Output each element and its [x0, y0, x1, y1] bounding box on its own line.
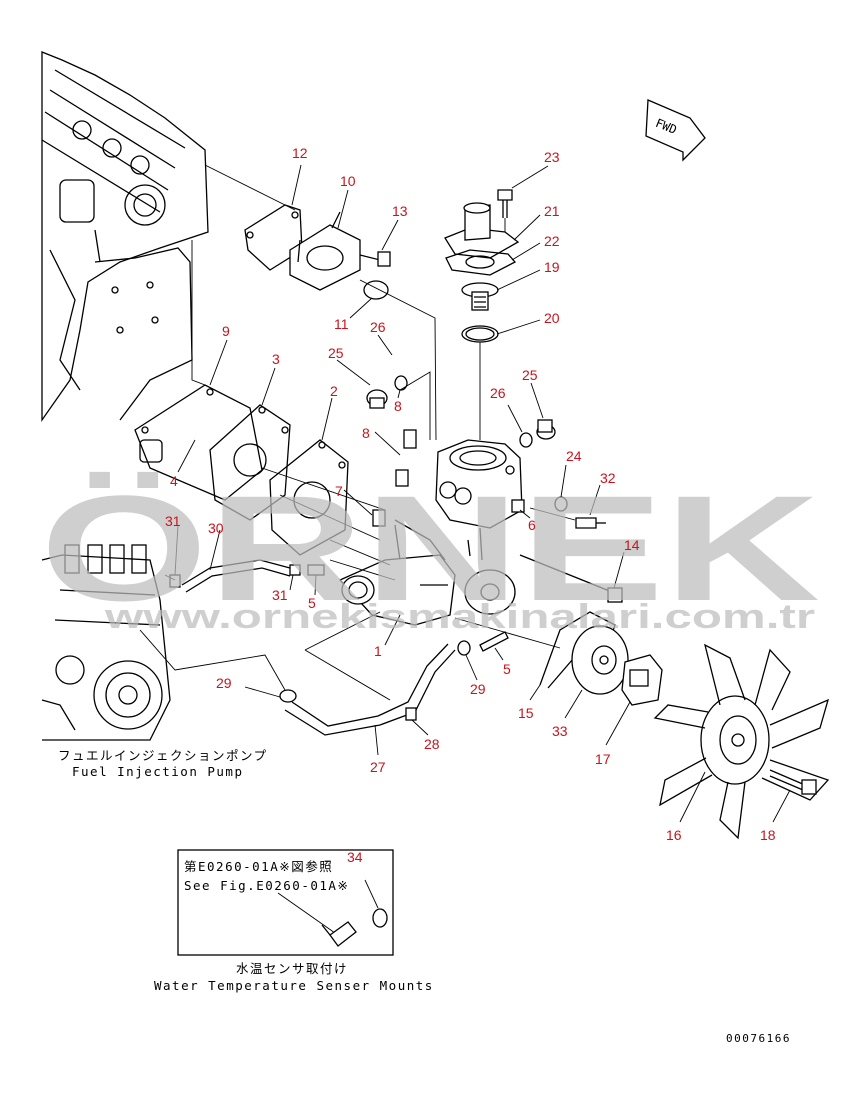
bolt-13 [359, 251, 391, 267]
callout-33: 33 [552, 723, 568, 739]
callout-27: 27 [370, 759, 386, 775]
watermark-url: www.ornekismakinalari.com.tr [104, 598, 815, 636]
fan-spacer-17 [621, 654, 663, 706]
dowel-5b [479, 631, 509, 652]
inset-reference-jp: 第E0260-01A※図参照 [184, 859, 333, 874]
callout-8b: 8 [362, 425, 370, 441]
fwd-label: FWD [653, 116, 678, 137]
gasket-3 [209, 404, 291, 521]
water-pump-1 [338, 519, 456, 626]
clamp-29b [457, 640, 471, 656]
callout-31b: 31 [272, 587, 288, 603]
sensor-caption-en: Water Temperature Senser Mounts [154, 978, 434, 993]
fuel-injection-pump [41, 544, 171, 741]
cooling-fan-16 [653, 643, 830, 840]
thermostat-housing [435, 439, 523, 561]
callout-32: 32 [600, 470, 616, 486]
callout-11: 11 [334, 316, 349, 332]
bolt-14 [519, 554, 623, 603]
callout-23: 23 [544, 149, 560, 165]
callout-30: 30 [208, 520, 224, 536]
callout-29b: 29 [470, 681, 486, 697]
callout-14: 14 [624, 537, 640, 553]
assembly-lines [139, 164, 576, 934]
callout-28: 28 [424, 736, 440, 752]
callout-24: 24 [566, 448, 582, 464]
callout-18: 18 [760, 827, 776, 843]
callout-34: 34 [347, 849, 363, 865]
gasket-22 [445, 249, 517, 276]
callout-8a: 8 [394, 398, 402, 414]
thermostat-19 [461, 282, 499, 311]
stud-7 [372, 509, 401, 561]
bolt-6 [511, 499, 525, 513]
captions: フュエルインジェクションポンプ Fuel Injection Pump 第E02… [58, 748, 791, 1045]
fuel-pump-caption-jp: フュエルインジェクションポンプ [58, 748, 268, 763]
callout-5b: 5 [503, 661, 511, 677]
hose-30 [181, 559, 291, 593]
callout-15: 15 [518, 705, 534, 721]
temperature-sensor-34 [321, 879, 388, 947]
callout-6: 6 [528, 517, 536, 533]
callout-26b: 26 [490, 385, 506, 401]
callout-26a: 26 [370, 319, 386, 335]
clip-28 [405, 707, 417, 721]
gasket-2 [269, 439, 349, 556]
leader-lines [174, 164, 791, 823]
clip-31b [289, 564, 301, 576]
fan-pulley-33 [571, 625, 629, 695]
callout-3: 3 [272, 351, 280, 367]
callout-25b: 25 [522, 367, 538, 383]
plug-25b [536, 419, 556, 440]
fuel-pump-caption-en: Fuel Injection Pump [72, 764, 244, 779]
hose-27 [284, 643, 456, 736]
callout-25a: 25 [328, 345, 344, 361]
clamp-29a [279, 689, 297, 703]
callout-31a: 31 [165, 513, 181, 529]
washer-26a [394, 375, 408, 391]
bolt-18 [769, 769, 817, 795]
callout-2: 2 [330, 383, 338, 399]
callout-19: 19 [544, 259, 560, 275]
engine-block [41, 51, 209, 423]
callout-20: 20 [544, 310, 560, 326]
callout-7: 7 [335, 483, 343, 499]
inset-reference-en: See Fig.E0260-01A※ [184, 878, 349, 893]
callout-1: 1 [374, 643, 382, 659]
pump-pulley [464, 569, 516, 615]
callout-22: 22 [544, 233, 560, 249]
watermark: ÖRNEK www.ornekismakinalari.com.tr [40, 464, 820, 636]
callout-12: 12 [292, 145, 308, 161]
cover-10 [289, 211, 361, 291]
plug-25a [366, 389, 388, 409]
sensor-32 [575, 517, 606, 529]
o-ring-20 [461, 325, 499, 343]
callout-5a: 5 [308, 595, 316, 611]
water-outlet-21 [444, 202, 520, 259]
callout-numbers: 1 2 3 4 5 5 6 7 8 8 9 10 11 12 13 14 15 … [165, 145, 776, 865]
callout-13: 13 [392, 203, 408, 219]
sensor-caption-jp: 水温センサ取付け [236, 961, 348, 976]
washer-26b [519, 432, 533, 448]
plug-8b [395, 469, 409, 487]
watermark-brand: ÖRNEK [40, 464, 820, 632]
bolt-23 [497, 189, 513, 218]
plug-8a [403, 429, 417, 449]
callout-16: 16 [666, 827, 682, 843]
callout-21: 21 [544, 203, 560, 219]
callout-17: 17 [595, 751, 611, 767]
callout-4: 4 [170, 473, 178, 489]
sensor-inset [177, 849, 394, 956]
callout-9: 9 [222, 323, 230, 339]
drawing-number: 00076166 [726, 1032, 791, 1045]
callout-29a: 29 [216, 675, 232, 691]
callout-10: 10 [340, 173, 356, 189]
fwd-arrow: FWD [645, 99, 706, 162]
